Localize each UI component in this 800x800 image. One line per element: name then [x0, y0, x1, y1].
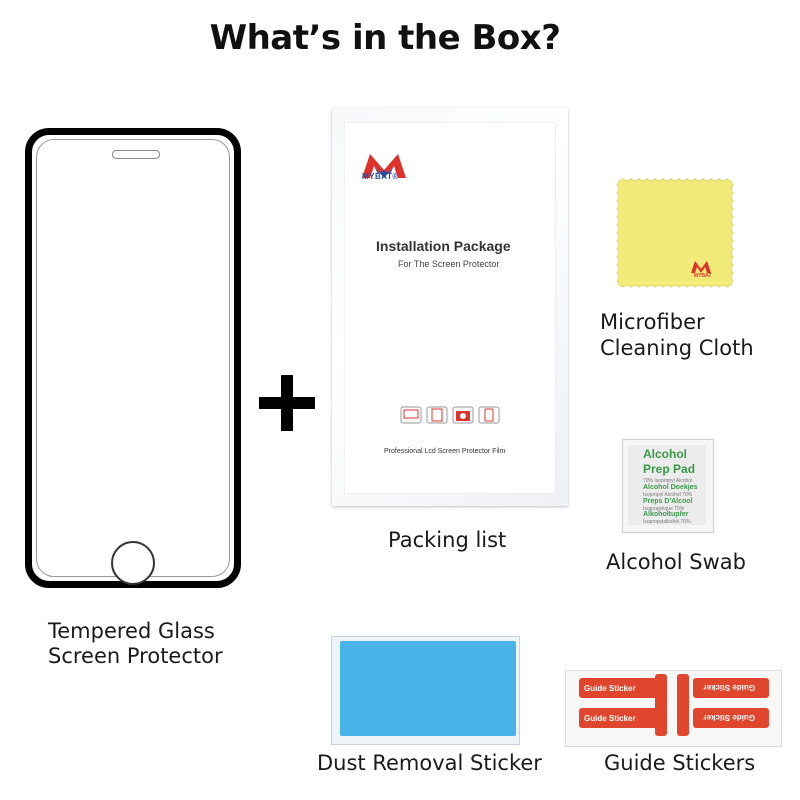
- device-icons: [400, 406, 500, 424]
- guide-stickers: Guide Sticker Guide Sticker Guide Sticke…: [579, 674, 769, 736]
- package-subtitle: For The Screen Protector: [398, 259, 500, 269]
- swab-title-line2: Prep Pad: [643, 462, 696, 476]
- guide-sticker: [579, 674, 769, 736]
- home-button-cutout: [111, 541, 155, 585]
- tv-icon: [400, 406, 422, 424]
- swab-line7: Isopropylique 70%: [643, 506, 685, 512]
- guide-label-2: Guide Sticker: [584, 714, 636, 723]
- cloth-brand: MYBAT: [694, 273, 712, 279]
- camera-icon: [452, 406, 474, 424]
- tablet-icon: [426, 406, 448, 424]
- tempered-glass-protector: [25, 128, 241, 588]
- swab-title-line1: Alcohol: [643, 447, 687, 461]
- dust-removal-sticker: [340, 641, 516, 736]
- swab-line5: Isopropyl Alcohol 70%: [643, 492, 693, 498]
- package-title: Installation Package: [376, 238, 511, 254]
- installation-package: [332, 108, 568, 506]
- protector-caption-line1: Tempered Glass: [48, 619, 215, 643]
- page-title: What’s in the Box?: [209, 18, 561, 58]
- cloth-caption-line2: Cleaning Cloth: [600, 336, 754, 360]
- mybat-logo-icon: [691, 261, 711, 273]
- plus-icon-bar: [259, 397, 315, 409]
- guide-label-3: Guide Sticker: [703, 683, 755, 692]
- speaker-cutout: [112, 150, 160, 159]
- cloth-caption-line1: Microfiber: [600, 310, 705, 334]
- package-footer: Professional Lcd Screen Protector Film: [384, 448, 506, 455]
- protector-caption-line2: Screen Protector: [48, 644, 223, 668]
- alcohol-swab-label-area: [628, 445, 706, 525]
- swab-line4: Alcohol Doekjes: [643, 484, 698, 491]
- swab-line8: Alkoholtupfer: [643, 511, 689, 518]
- swab-line3: 70% Isopropyl Alcohol: [643, 478, 693, 484]
- package-brand: MYBAT®: [362, 172, 399, 181]
- packing-caption: Packing list: [388, 528, 507, 552]
- swab-line9: Isopropylalkohol 70%: [643, 519, 691, 525]
- guide-label-1: Guide Sticker: [584, 684, 636, 693]
- swab-caption: Alcohol Swab: [606, 550, 746, 574]
- smartphone-icon: [478, 406, 500, 424]
- guide-label-4: Guide Sticker: [703, 713, 755, 722]
- dust-caption: Dust Removal Sticker: [317, 751, 542, 775]
- swab-line6: Preps D'Alcool: [643, 498, 693, 505]
- guide-caption: Guide Stickers: [604, 751, 756, 775]
- mybat-logo-icon: [362, 154, 406, 178]
- microfiber-cloth: [616, 178, 734, 288]
